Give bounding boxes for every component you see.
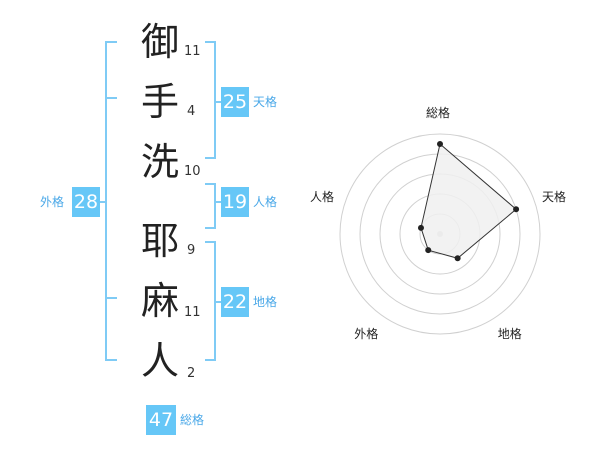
name-char-1: 御 — [140, 20, 179, 64]
jinkaku-value: 19 — [221, 187, 249, 217]
radar-point-3 — [454, 255, 461, 262]
radar-axis-label-3: 地格 — [497, 326, 522, 341]
stroke-count-3: 10 — [184, 164, 201, 179]
radar-point-4 — [425, 247, 432, 254]
jinkaku-label: 人格 — [253, 195, 278, 209]
stroke-count-5: 11 — [184, 305, 201, 320]
name-char-4: 耶 — [140, 219, 179, 263]
radar-polygon — [420, 143, 517, 259]
stroke-count-6: 2 — [187, 366, 196, 381]
soukaku-label: 総格 — [180, 413, 205, 427]
radar-ring-5 — [339, 133, 541, 335]
radar-point-1 — [437, 141, 443, 147]
name-char-2: 手 — [140, 80, 179, 124]
name-char-5: 麻 — [140, 279, 179, 323]
radar-axis-label-2: 天格 — [542, 190, 567, 205]
tenkaku-bracket — [205, 41, 216, 159]
stroke-count-4: 9 — [187, 243, 196, 258]
chikaku-value: 22 — [221, 287, 249, 317]
soukaku-value: 47 — [146, 405, 176, 435]
radar-axis-label-1: 総格 — [426, 106, 451, 120]
chikaku-label: 地格 — [253, 295, 278, 309]
radar-point-2 — [513, 206, 520, 213]
radar-axis-label-5: 人格 — [309, 190, 334, 205]
stroke-count-2: 4 — [187, 104, 196, 119]
jinkaku-bracket — [205, 183, 216, 229]
stroke-count-1: 11 — [184, 44, 201, 59]
tenkaku-value: 25 — [221, 87, 249, 117]
radar-point-5 — [417, 224, 424, 231]
gaikaku-label: 外格 — [40, 195, 65, 209]
name-char-3: 洗 — [140, 140, 179, 184]
gaikaku-value: 28 — [72, 187, 100, 217]
radar-axis-label-4: 外格 — [354, 326, 379, 341]
tenkaku-label: 天格 — [253, 95, 278, 109]
name-char-6: 人 — [140, 339, 179, 383]
